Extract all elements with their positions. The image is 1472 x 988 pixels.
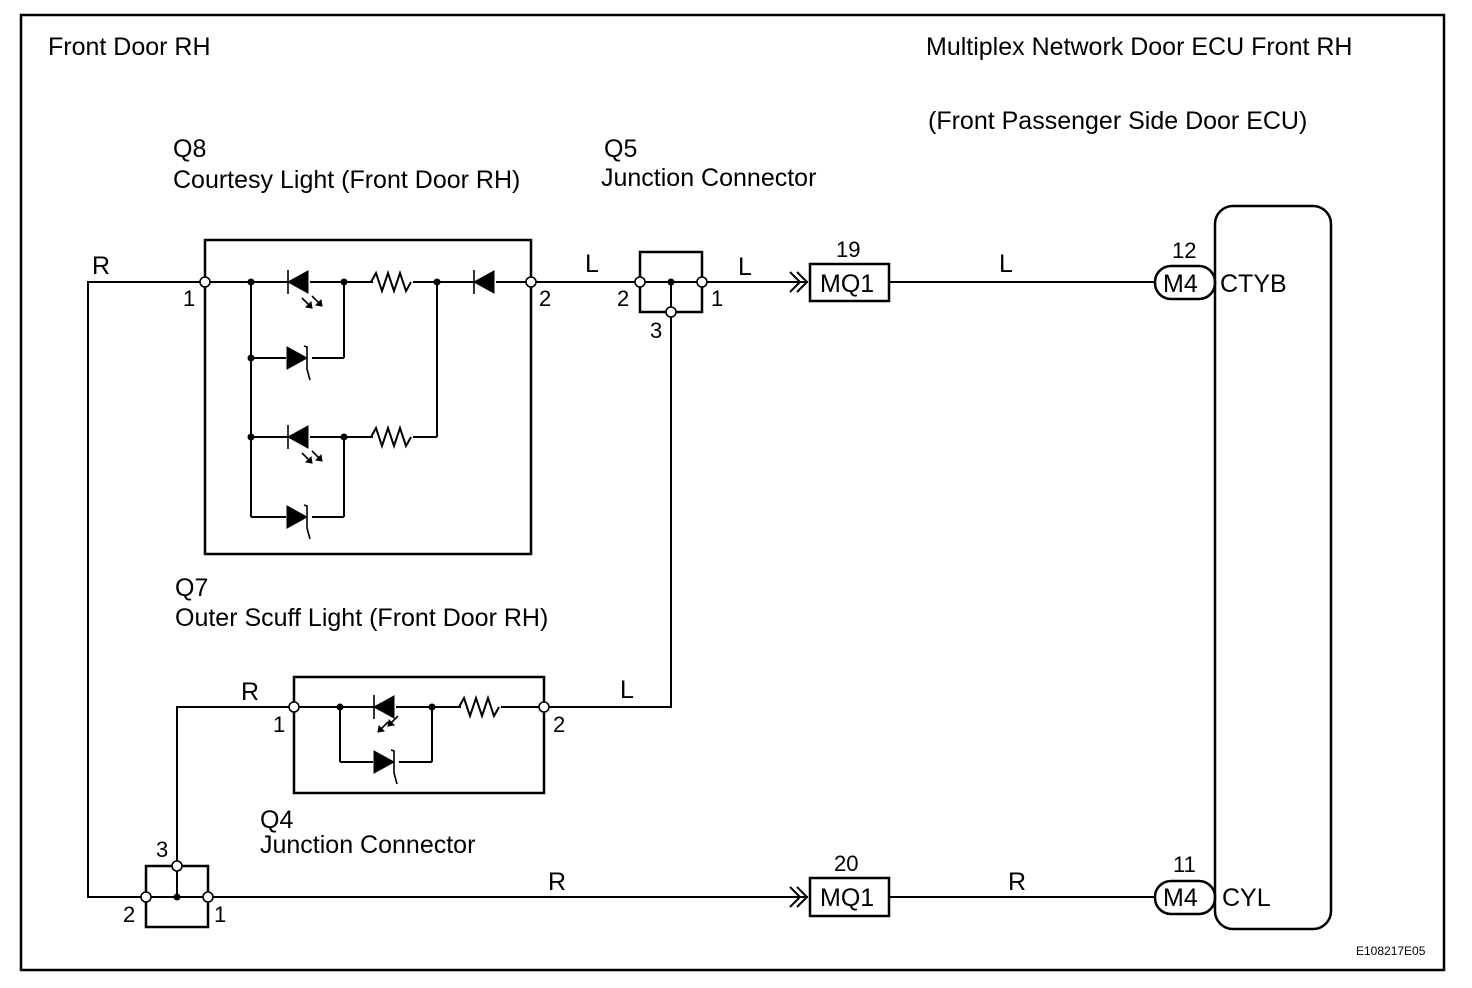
door-ecu-box	[1213, 204, 1333, 931]
q4-pin-3: 3	[156, 837, 168, 862]
q8-pin-1: 1	[183, 286, 195, 311]
wire-color-label: R	[92, 252, 110, 280]
mq1-connector-top: MQ1 19	[789, 237, 891, 303]
mq1-bottom-pin: 20	[834, 851, 858, 876]
wire-color-label: L	[999, 250, 1013, 278]
front-door-label: Front Door RH	[48, 33, 211, 61]
q5-name: Junction Connector	[601, 164, 816, 192]
q4-code: Q4	[260, 806, 293, 834]
mq1-top-pin: 19	[836, 237, 860, 262]
q4-terminal-1	[202, 891, 214, 903]
diode-icon	[472, 270, 495, 294]
q7-outer-scuff-light: Q7 Outer Scuff Light (Front Door RH) 1 2	[175, 574, 565, 795]
resistor-icon	[458, 694, 500, 720]
wire-r-q7	[176, 706, 289, 861]
q5-junction-connector: Q5 Junction Connector 2 1 3	[601, 135, 816, 343]
wires	[87, 281, 1155, 898]
q7-pin-2: 2	[553, 712, 565, 737]
q8-box	[203, 238, 533, 556]
q5-pin-3: 3	[650, 318, 662, 343]
m4-top-label: M4	[1163, 270, 1198, 298]
wire-color-label: L	[620, 676, 634, 704]
q4-terminal-3	[171, 860, 183, 872]
led-icon	[286, 270, 309, 294]
diagram-frame	[19, 13, 1446, 972]
wire-l-q7	[549, 317, 672, 708]
wire-color-label: R	[1008, 868, 1026, 896]
wire-color-label: R	[548, 868, 566, 896]
q5-pin-1: 1	[711, 286, 723, 311]
led-icon	[286, 425, 309, 449]
resistor-icon	[370, 424, 412, 450]
wire-color-label: L	[585, 250, 599, 278]
q5-code: Q5	[604, 135, 637, 163]
q7-name: Outer Scuff Light (Front Door RH)	[175, 604, 548, 632]
q7-pin-1: 1	[273, 712, 285, 737]
q8-name: Courtesy Light (Front Door RH)	[173, 166, 520, 194]
mq1-top-label: MQ1	[820, 270, 874, 298]
q7-terminal-2	[538, 701, 550, 713]
q5-terminal-1	[696, 276, 708, 288]
led-icon	[372, 695, 395, 719]
resistor-icon	[370, 269, 412, 295]
m4-top-terminal: CTYB	[1220, 270, 1287, 298]
chevron-right-icon	[789, 886, 802, 908]
q8-code: Q8	[173, 135, 206, 163]
m4-top-pin: 12	[1172, 238, 1196, 263]
zener-diode-icon	[286, 346, 309, 370]
q5-terminal-2	[634, 276, 646, 288]
zener-diode-icon	[286, 505, 309, 529]
m4-connector-bottom: M4 11 CYL	[1153, 852, 1271, 916]
chevron-right-icon	[789, 271, 802, 293]
q8-terminal-2	[525, 276, 537, 288]
q4-pin-1: 1	[214, 902, 226, 927]
q8-terminal-1	[199, 276, 211, 288]
q7-box	[292, 675, 546, 795]
q4-name: Junction Connector	[260, 831, 475, 859]
m4-bottom-terminal: CYL	[1222, 884, 1271, 912]
q7-code: Q7	[175, 574, 208, 602]
q5-terminal-3	[665, 306, 677, 318]
mq1-connector-bottom: MQ1 20	[789, 851, 891, 918]
q8-pin-2: 2	[539, 286, 551, 311]
m4-bottom-pin: 11	[1173, 852, 1196, 877]
q4-junction-connector: Q4 Junction Connector 3 2 1	[123, 806, 475, 929]
wire-r-left	[87, 281, 200, 898]
ecu-title: Multiplex Network Door ECU Front RH	[926, 33, 1353, 61]
ecu-subtitle: (Front Passenger Side Door ECU)	[928, 107, 1307, 135]
wire-color-label: L	[738, 253, 752, 281]
zener-diode-icon	[373, 750, 396, 774]
wire-color-label: R	[241, 678, 259, 706]
m4-bottom-label: M4	[1163, 884, 1198, 912]
m4-connector-top: M4 12 CTYB	[1153, 238, 1287, 301]
q7-terminal-1	[288, 701, 300, 713]
mq1-bottom-label: MQ1	[820, 884, 874, 912]
q4-terminal-2	[140, 891, 152, 903]
figure-id: E108217E05	[1356, 944, 1426, 958]
q4-pin-2: 2	[123, 902, 135, 927]
q8-courtesy-light: Q8 Courtesy Light (Front Door RH)	[173, 135, 551, 556]
q5-pin-2: 2	[617, 286, 629, 311]
